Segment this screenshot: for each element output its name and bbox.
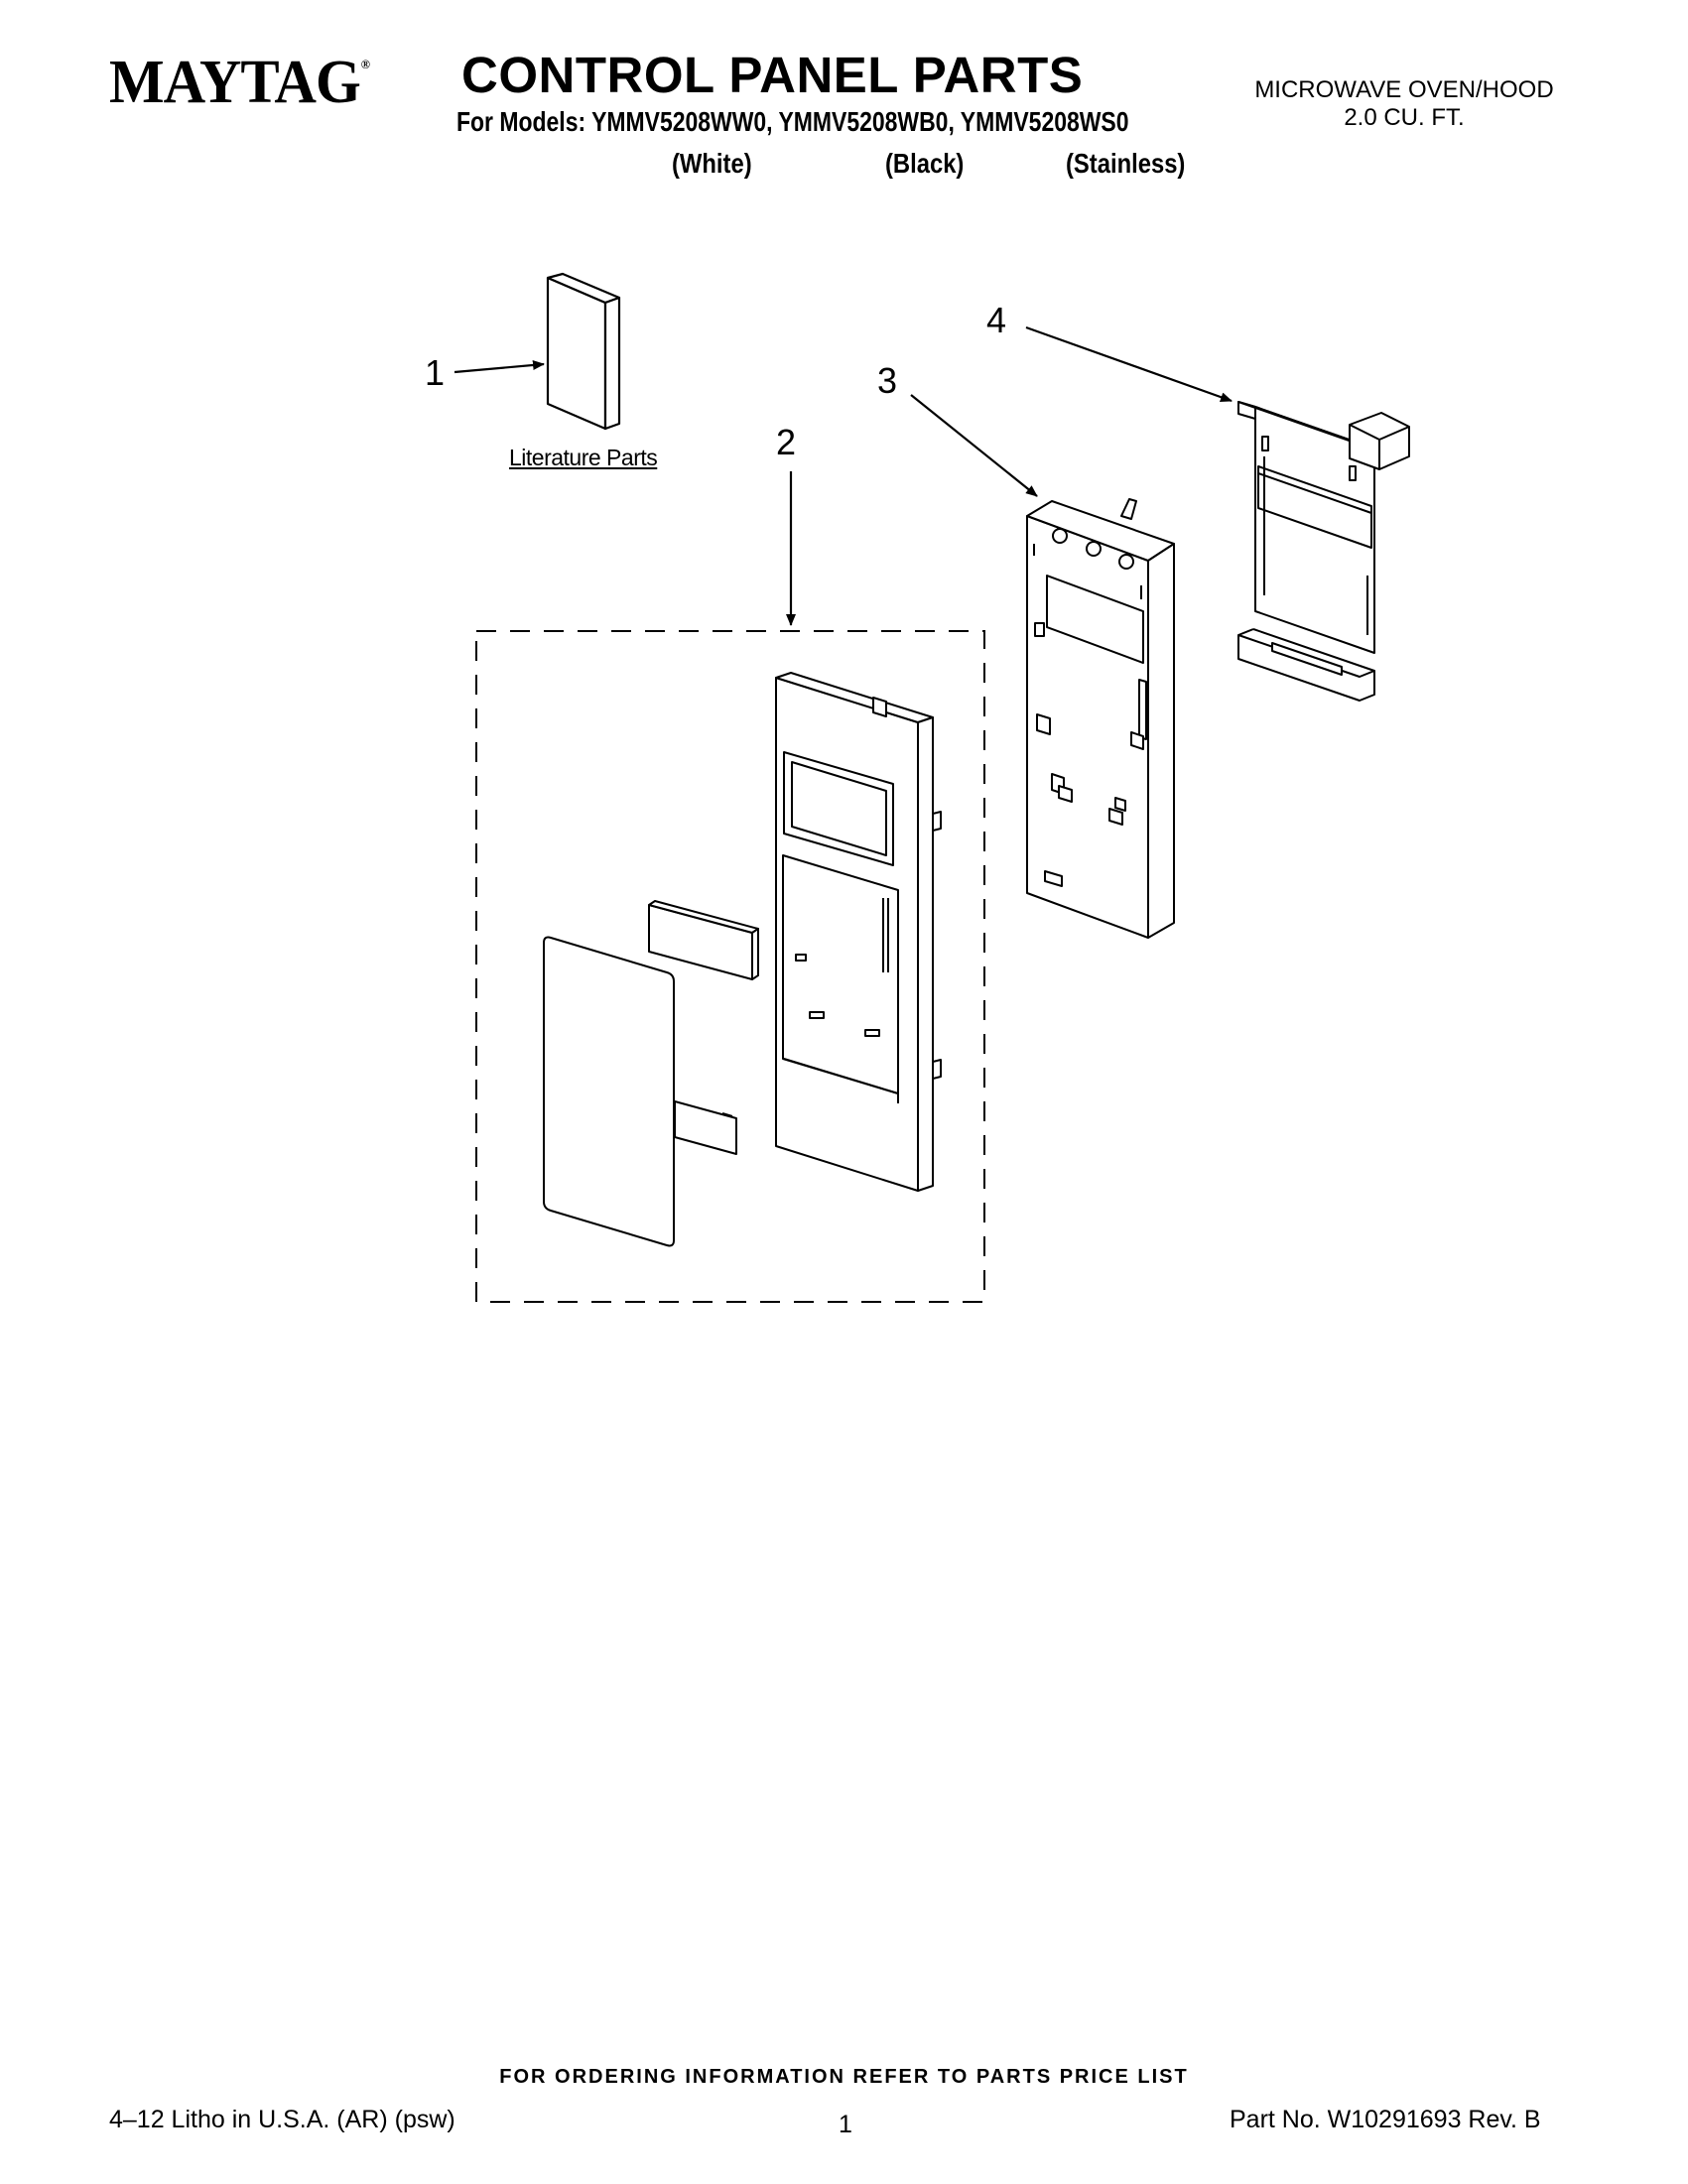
page-number: 1 <box>839 2111 852 2138</box>
part-4-electronic-control-board <box>1237 401 1410 702</box>
model-list: For Models: YMMV5208WW0, YMMV5208WB0, YM… <box>456 106 1129 137</box>
callout-3-leader <box>910 394 1038 497</box>
registered-mark: ® <box>360 57 370 71</box>
callout-1: 1 <box>425 352 446 393</box>
maytag-logo: MAYTAG® <box>109 49 370 116</box>
literature-parts-label: Literature Parts <box>509 445 658 470</box>
product-description: MICROWAVE OVEN/HOOD 2.0 CU. FT. <box>1235 76 1573 131</box>
part-number: Part No. W10291693 Rev. B <box>1230 2106 1541 2133</box>
page-title: CONTROL PANEL PARTS <box>461 47 1084 103</box>
part-3-control-housing <box>1026 498 1175 939</box>
assembly-2-boundary <box>475 630 985 1303</box>
circuit-strip-piece <box>674 1100 737 1155</box>
color-white: (White) <box>672 148 752 179</box>
part-2-control-panel-frame <box>775 672 942 1192</box>
litho-info: 4–12 Litho in U.S.A. (AR) (psw) <box>109 2106 455 2133</box>
callout-4: 4 <box>986 300 1007 340</box>
callout-2: 2 <box>776 422 797 462</box>
part-1-literature-booklet <box>546 272 621 431</box>
brand-name: MAYTAG <box>109 49 361 116</box>
product-capacity: 2.0 CU. FT. <box>1344 103 1465 131</box>
color-black: (Black) <box>885 148 965 179</box>
ordering-note: FOR ORDERING INFORMATION REFER TO PARTS … <box>499 2066 1189 2088</box>
product-type: MICROWAVE OVEN/HOOD <box>1254 76 1554 103</box>
color-stainless: (Stainless) <box>1066 148 1186 179</box>
callout-4-leader <box>1025 325 1233 403</box>
membrane-overlay-sheet <box>543 936 675 1247</box>
callout-1-leader <box>454 359 545 374</box>
display-window-piece <box>648 900 759 980</box>
callout-3: 3 <box>877 360 898 401</box>
